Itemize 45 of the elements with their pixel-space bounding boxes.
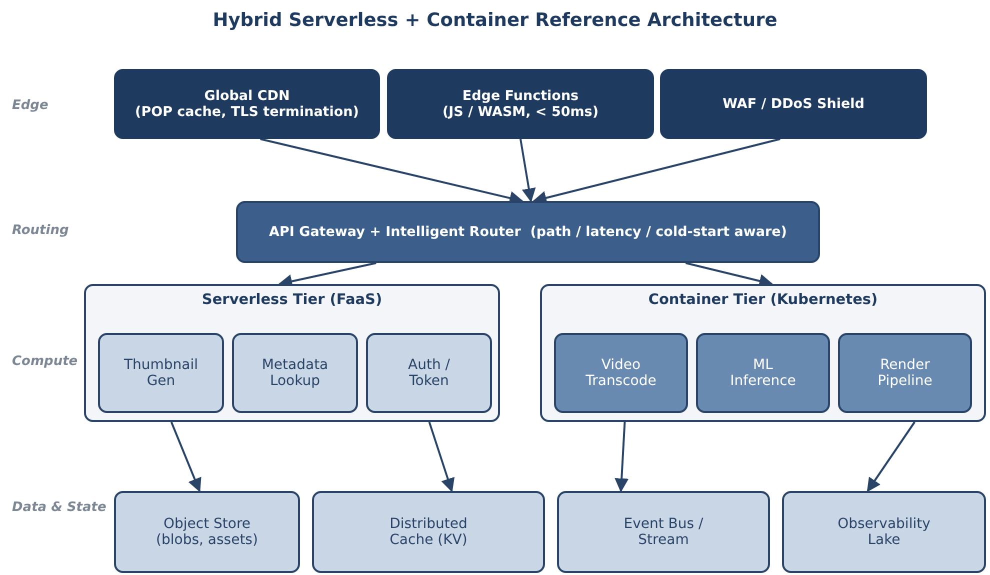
row-label: Edge: [12, 98, 48, 113]
node-label: API Gateway + Intelligent Router (path / latency / cold-start aware): [269, 224, 787, 240]
function-box: [98, 333, 224, 413]
node-label: Object Store: [163, 516, 251, 532]
storage-box: [114, 491, 300, 573]
node-label: Render Pipeline: [876, 357, 934, 389]
node-label: ML Inference: [729, 357, 797, 389]
node-label: Global CDN: [204, 88, 290, 104]
node-label: (POP cache, TLS termination): [135, 104, 359, 120]
cdn-box: [114, 69, 380, 139]
node-label: (blobs, assets): [156, 532, 258, 548]
storage-box: [557, 491, 770, 573]
tier-heading: Container Tier (Kubernetes): [648, 292, 878, 308]
arrow: [614, 422, 629, 492]
service-box: [554, 333, 688, 413]
node-label: WAF / DDoS Shield: [722, 96, 864, 112]
node-label: Video Transcode: [584, 357, 658, 389]
firewall-box: [660, 69, 927, 139]
node-label: Metadata Lookup: [260, 357, 330, 389]
node-label: Observability Lake: [836, 516, 932, 548]
edge-functions-box: [387, 69, 654, 139]
row-label: Routing: [12, 223, 69, 238]
function-box: [366, 333, 492, 413]
arrow: [866, 421, 916, 492]
node-label: Thumbnail Gen: [122, 357, 200, 389]
arrow: [170, 422, 202, 492]
function-box: [232, 333, 358, 413]
node-label: (JS / WASM, < 50ms): [442, 104, 599, 120]
row-label: Data & State: [12, 500, 106, 515]
tier-container: [540, 284, 986, 422]
node-label: Edge Functions: [462, 88, 579, 104]
gateway-box: [236, 201, 820, 263]
service-box: [838, 333, 972, 413]
tier-heading: Serverless Tier (FaaS): [202, 292, 382, 308]
node-label: Distributed Cache (KV): [388, 516, 468, 548]
node-label: Event Bus / Stream: [622, 516, 704, 548]
service-box: [696, 333, 830, 413]
tier-container: [84, 284, 500, 422]
node-label: Auth / Token: [407, 357, 451, 389]
storage-box: [312, 491, 545, 573]
row-label: Compute: [12, 354, 78, 369]
diagram-title: Hybrid Serverless + Container Reference Architecture: [212, 10, 778, 31]
storage-box: [782, 491, 986, 573]
arrow: [428, 422, 455, 492]
arrow: [520, 138, 536, 202]
